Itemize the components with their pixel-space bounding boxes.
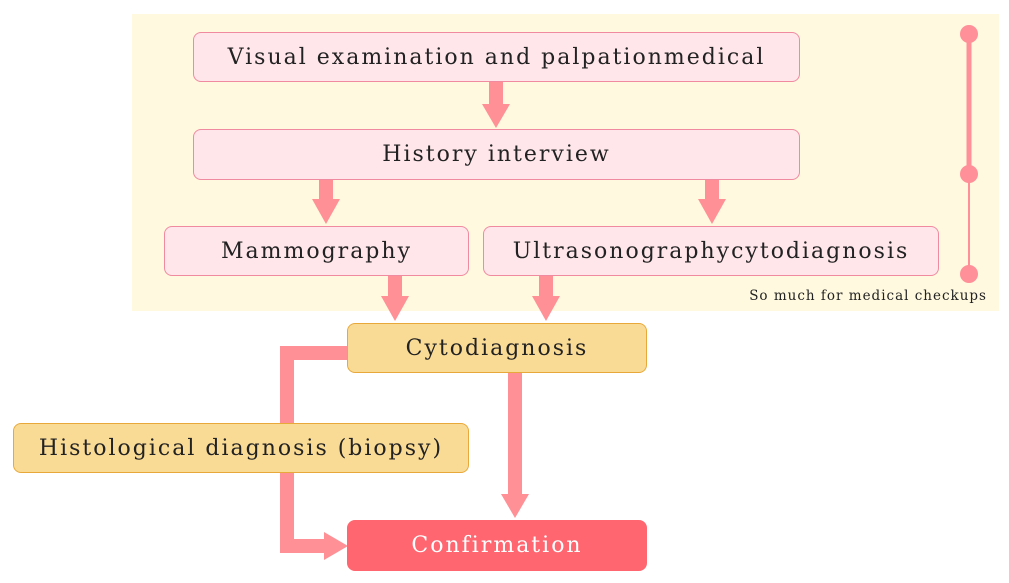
node-history-interview: History interview bbox=[193, 129, 800, 180]
arrow-mammo-to-cyto bbox=[388, 276, 402, 298]
arrowhead-cyto-to-confirm bbox=[501, 494, 529, 518]
arrow-histo-to-confirm-vertical bbox=[280, 473, 294, 553]
arrow-histo-to-confirm-horizontal bbox=[280, 539, 326, 553]
checkup-timeline bbox=[960, 25, 978, 283]
node-cytodiagnosis: Cytodiagnosis bbox=[347, 323, 647, 373]
timeline-dot-bottom bbox=[960, 265, 978, 283]
node-confirmation: Confirmation bbox=[347, 520, 647, 571]
arrowhead-mammo-to-cyto bbox=[381, 296, 409, 321]
arrowhead-history-to-ultra bbox=[698, 199, 726, 224]
node-visual-examination: Visual examination and palpationmedical bbox=[193, 32, 800, 82]
arrow-history-to-ultra bbox=[705, 180, 719, 201]
arrowhead-history-to-mammo bbox=[312, 199, 340, 224]
arrow-cyto-to-histo-vertical bbox=[280, 346, 294, 424]
node-ultrasonography: Ultrasonographycytodiagnosis bbox=[483, 226, 939, 276]
arrow-visual-to-history bbox=[489, 82, 503, 106]
panel-note: So much for medical checkups bbox=[749, 288, 987, 304]
node-histological-diagnosis: Histological diagnosis (biopsy) bbox=[13, 423, 469, 473]
arrow-ultra-to-cyto bbox=[539, 276, 553, 298]
arrowhead-histo-to-confirm bbox=[324, 532, 348, 560]
timeline-dot-middle bbox=[960, 165, 978, 183]
arrow-history-to-mammo bbox=[319, 180, 333, 201]
arrow-cyto-to-histo-horizontal bbox=[280, 346, 347, 360]
arrowhead-visual-to-history bbox=[482, 104, 510, 128]
arrow-cyto-to-confirm bbox=[508, 372, 522, 496]
node-mammography: Mammography bbox=[164, 226, 469, 276]
timeline-dot-top bbox=[960, 25, 978, 43]
arrowhead-ultra-to-cyto bbox=[532, 296, 560, 321]
